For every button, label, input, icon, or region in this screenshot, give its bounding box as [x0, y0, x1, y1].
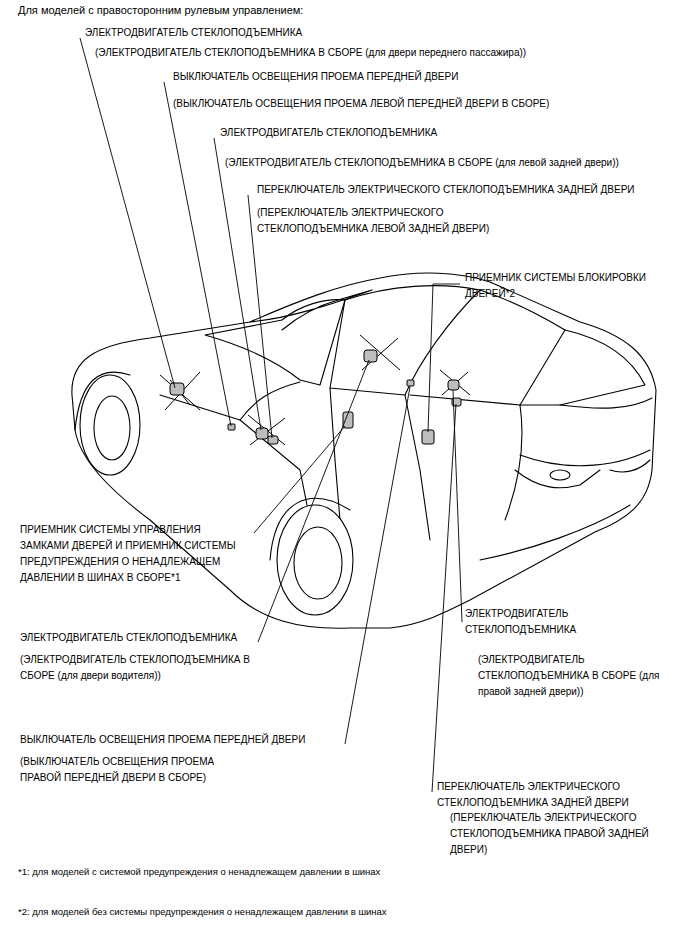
part-label: (ЭЛЕКТРОДВИГАТЕЛЬ СТЕКЛОПОДЪЕМНИКА В СБО…	[225, 155, 675, 171]
part-label: (ЭЛЕКТРОДВИГАТЕЛЬ СТЕКЛОПОДЪЕМНИКА В СБО…	[20, 652, 282, 684]
part-label: (ЭЛЕКТРОДВИГАТЕЛЬ СТЕКЛОПОДЪЕМНИКА В СБО…	[95, 45, 565, 61]
part-label: ПРИЕМНИК СИСТЕМЫ УПРАВЛЕНИЯ ЗАМКАМИ ДВЕР…	[20, 522, 248, 586]
part-label: ПЕРЕКЛЮЧАТЕЛЬ ЭЛЕКТРИЧЕСКОГО СТЕКЛОПОДЪЕ…	[257, 182, 677, 198]
part-label: (ПЕРЕКЛЮЧАТЕЛЬ ЭЛЕКТРИЧЕСКОГО СТЕКЛОПОДЪ…	[450, 810, 678, 858]
part-label: (ПЕРЕКЛЮЧАТЕЛЬ ЭЛЕКТРИЧЕСКОГО СТЕКЛОПОДЪ…	[257, 205, 512, 237]
part-label: ЭЛЕКТРОДВИГАТЕЛЬ СТЕКЛОПОДЪЕМНИКА	[20, 630, 320, 646]
part-label: ЭЛЕКТРОДВИГАТЕЛЬ СТЕКЛОПОДЪЕМНИКА	[220, 125, 520, 141]
part-label: ЭЛЕКТРОДВИГАТЕЛЬ СТЕКЛОПОДЪЕМНИКА	[85, 25, 385, 41]
part-label: (ВЫКЛЮЧАТЕЛЬ ОСВЕЩЕНИЯ ПРОЕМА ПРАВОЙ ПЕР…	[20, 754, 258, 786]
part-label: ПЕРЕКЛЮЧАТЕЛЬ ЭЛЕКТРИЧЕСКОГО СТЕКЛОПОДЪЕ…	[437, 779, 659, 811]
part-label: ПРИЕМНИК СИСТЕМЫ БЛОКИРОВКИ ДВЕРЕЙ*2	[465, 270, 665, 302]
part-label: ВЫКЛЮЧАТЕЛЬ ОСВЕЩЕНИЯ ПРОЕМА ПЕРЕДНЕЙ ДВ…	[20, 732, 340, 748]
part-label: ЭЛЕКТРОДВИГАТЕЛЬ СТЕКЛОПОДЪЕМНИКА	[465, 606, 605, 638]
footnote-note: *1: для моделей с системой предупреждени…	[18, 864, 668, 880]
part-label: ВЫКЛЮЧАТЕЛЬ ОСВЕЩЕНИЯ ПРОЕМА ПЕРЕДНЕЙ ДВ…	[173, 69, 503, 85]
diagram-title: Для моделей с правосторонним рулевым упр…	[18, 2, 618, 18]
footnote-note: *2: для моделей без системы предупрежден…	[18, 904, 668, 920]
part-label: (ВЫКЛЮЧАТЕЛЬ ОСВЕЩЕНИЯ ПРОЕМА ЛЕВОЙ ПЕРЕ…	[173, 96, 593, 112]
part-label: (ЭЛЕКТРОДВИГАТЕЛЬ СТЕКЛОПОДЪЕМНИКА В СБО…	[478, 652, 668, 700]
